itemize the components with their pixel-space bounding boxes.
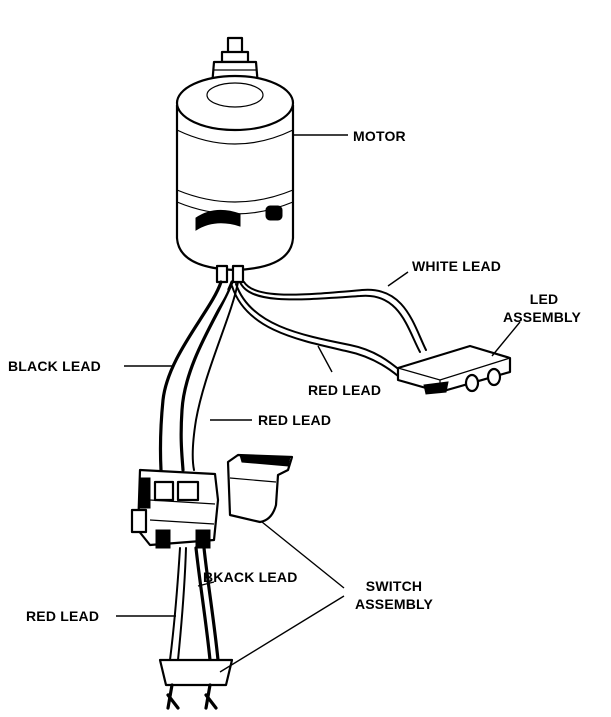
white-lead-wire-2 <box>243 281 427 351</box>
motor-terminal-right <box>231 264 245 284</box>
leader-lines <box>116 134 521 673</box>
motor-band-top <box>176 189 294 203</box>
bkack-lead-wire <box>194 546 212 662</box>
red-lead-lower-wire <box>169 547 181 661</box>
label-white-lead: WHITE LEAD <box>412 258 501 274</box>
switch-connector-pin-1 <box>166 683 180 710</box>
red-lead-upper-leader <box>317 345 333 373</box>
switch-body-block <box>153 480 175 502</box>
motor-terminal-left <box>215 264 229 284</box>
switch-body-lines <box>149 499 216 525</box>
label-black-lead: BLACK LEAD <box>8 358 101 374</box>
label-switch-line2: ASSEMBLY <box>355 596 434 612</box>
label-red-lead-lower: RED LEAD <box>26 608 99 624</box>
switch-trigger-top <box>239 454 291 467</box>
red-lead-led-wire-2 <box>231 285 399 377</box>
motor-top-edge <box>176 129 294 145</box>
black-lead-wire-2 <box>179 280 234 472</box>
switch-terminal-2 <box>195 529 211 549</box>
switch-trigger-edge <box>229 477 277 483</box>
switch-body-side <box>139 477 151 509</box>
led-housing <box>396 344 512 394</box>
led-tab <box>423 381 449 395</box>
motor-vent-right <box>265 205 283 221</box>
motor-top-ring <box>206 82 264 108</box>
red-lead-wire <box>191 281 239 471</box>
switch-body-tab <box>130 508 148 534</box>
red-lead-lower-wire-2 <box>177 547 187 661</box>
motor-vent-left <box>195 209 241 231</box>
label-red-lead-middle: RED LEAD <box>258 412 331 428</box>
switch-connector <box>158 658 234 687</box>
led-assembly <box>396 344 512 395</box>
bkack-lead-leader <box>197 581 215 587</box>
motor-shaft-collar <box>220 50 250 64</box>
motor <box>175 36 295 284</box>
led-assembly-leader <box>491 321 521 357</box>
switch-leader-connector <box>219 595 345 673</box>
black-lead-wire <box>158 280 223 472</box>
motor-top-cap <box>175 74 295 132</box>
white-lead-wire <box>239 281 421 353</box>
label-bkack-lead: BKACK LEAD <box>203 569 298 585</box>
label-switch-line1: SWITCH <box>366 578 422 594</box>
led-lens-1 <box>464 373 480 393</box>
switch-body-block-2 <box>176 480 200 502</box>
label-red-lead-upper: RED LEAD <box>308 382 381 398</box>
wires <box>158 280 427 662</box>
switch-terminal-1 <box>155 529 171 549</box>
white-lead-leader <box>387 271 409 287</box>
black-lead-inner <box>170 289 228 469</box>
switch-leader-trigger <box>261 521 345 589</box>
label-motor: MOTOR <box>353 128 406 144</box>
red-lead-led-wire <box>235 283 403 373</box>
switch-assembly <box>130 453 294 710</box>
bkack-lead-wire-2 <box>202 546 220 662</box>
switch-connector-pin-2 <box>204 683 218 710</box>
switch-trigger <box>226 453 294 524</box>
led-lens-2 <box>486 367 502 387</box>
label-led-line2: ASSEMBLY <box>503 309 582 325</box>
label-led-line1: LED <box>530 291 559 307</box>
